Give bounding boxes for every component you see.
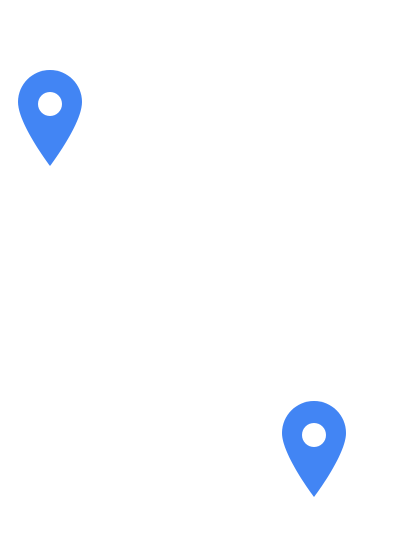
map-marker[interactable] xyxy=(18,70,82,166)
location-pin-icon xyxy=(282,401,346,497)
location-pin-icon xyxy=(18,70,82,166)
map-marker[interactable] xyxy=(282,401,346,497)
